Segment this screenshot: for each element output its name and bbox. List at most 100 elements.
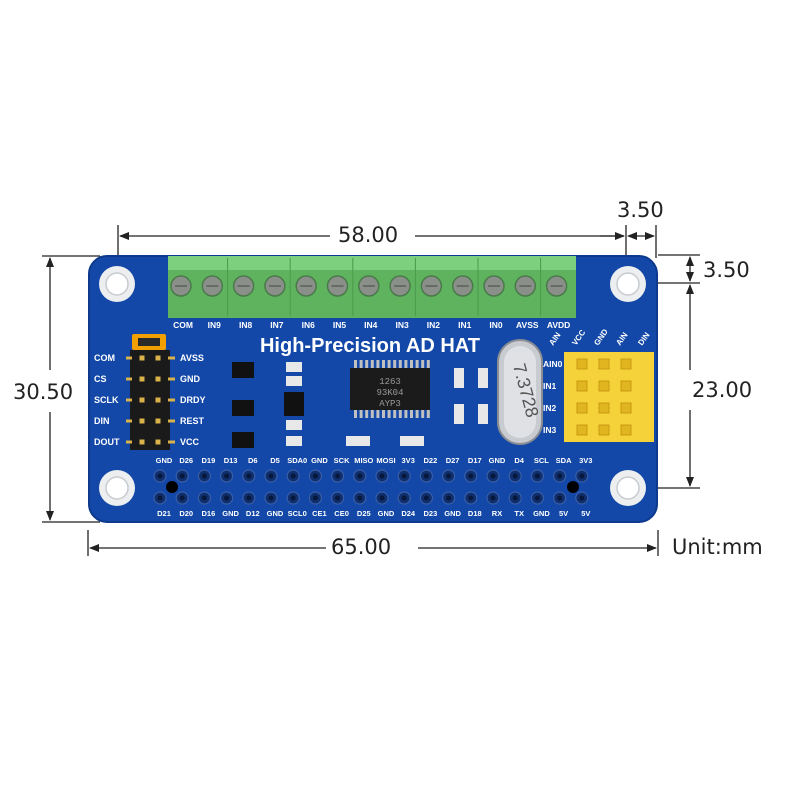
gpio-bottom-label: D24 xyxy=(401,509,416,518)
dim-corner-offset-y: 3.50 xyxy=(703,258,750,282)
gpio-top-label: SDA0 xyxy=(287,456,307,465)
ain-pin xyxy=(620,358,632,370)
ain-pin xyxy=(576,380,588,392)
gpio-bottom-label: D16 xyxy=(202,509,216,518)
ain-pin xyxy=(576,402,588,414)
gpio-bottom-label: CE1 xyxy=(312,509,327,518)
gpio-bottom-label: D23 xyxy=(424,509,438,518)
gpio-top-label: SDA xyxy=(556,456,572,465)
gpio-top-label: 3V3 xyxy=(579,456,592,465)
gpio-bottom-label: GND xyxy=(378,509,395,518)
board-title: High-Precision AD HAT xyxy=(260,335,480,357)
jumper-left-label: DIN xyxy=(94,416,110,426)
gpio-top-label: D27 xyxy=(446,456,460,465)
gpio-bottom-label: D18 xyxy=(468,509,482,518)
gpio-top-label: D5 xyxy=(270,456,280,465)
terminal-label: IN9 xyxy=(208,320,222,330)
ain-row-label: IN3 xyxy=(543,425,557,435)
terminal-label: IN8 xyxy=(239,320,253,330)
gpio-bottom-label: SCL0 xyxy=(288,509,307,518)
dim-header-span: 58.00 xyxy=(338,223,399,247)
jumper-pin xyxy=(155,418,161,424)
jumper-pin xyxy=(155,376,161,382)
gpio-top-label: SCL xyxy=(534,456,549,465)
terminal-label: IN5 xyxy=(333,320,347,330)
chip-text-1: 1263 xyxy=(379,377,401,387)
gpio-top-label: SCK xyxy=(334,456,350,465)
gpio-bottom-label: 5V xyxy=(559,509,568,518)
terminal-label: IN0 xyxy=(489,320,503,330)
jumper-left-label: COM xyxy=(94,353,115,363)
unit-label: Unit:mm xyxy=(672,535,763,559)
terminal-block xyxy=(168,256,576,318)
ain-pin xyxy=(598,402,610,414)
ain-pin xyxy=(576,358,588,370)
gpio-bottom-label: RX xyxy=(492,509,502,518)
chip-text-2: 93K04 xyxy=(376,388,403,398)
dim-corner-offset-x: 3.50 xyxy=(617,198,664,222)
jumper-right-label: REST xyxy=(180,416,205,426)
gpio-top-label: D19 xyxy=(202,456,216,465)
ain-pin xyxy=(576,424,588,436)
dim-hole-spacing: 23.00 xyxy=(692,378,753,402)
gpio-bottom-label: CE0 xyxy=(334,509,349,518)
ain-row-label: IN2 xyxy=(543,403,557,413)
gpio-bottom-label: TX xyxy=(514,509,524,518)
gpio-bottom-label: D25 xyxy=(357,509,371,518)
gpio-top-label: MOSI xyxy=(376,456,395,465)
gpio-top-label: GND xyxy=(489,456,506,465)
terminal-label: AVSS xyxy=(516,320,539,330)
terminal-screws xyxy=(170,258,568,316)
gpio-top-label: 3V3 xyxy=(402,456,415,465)
gpio-bottom-label: GND xyxy=(533,509,550,518)
jumper-pin xyxy=(155,397,161,403)
jumper-right-label: AVSS xyxy=(180,353,204,363)
jumper-pin xyxy=(139,397,145,403)
adc-chip: 1263 93K04 AYP3 xyxy=(350,360,430,418)
gpio-top-label: D4 xyxy=(514,456,524,465)
jumper-pin xyxy=(155,355,161,361)
gpio-bottom-label: 5V xyxy=(581,509,590,518)
gpio-top-label: D6 xyxy=(248,456,258,465)
ain-pin xyxy=(598,358,610,370)
chip-text-3: AYP3 xyxy=(379,399,401,409)
gpio-top-label: D13 xyxy=(224,456,238,465)
jumper-left-label: SCLK xyxy=(94,395,119,405)
gpio-top-label: MISO xyxy=(354,456,373,465)
terminal-label: IN3 xyxy=(395,320,409,330)
terminal-label: IN4 xyxy=(364,320,378,330)
ain-pin xyxy=(598,424,610,436)
jumper-pin xyxy=(139,355,145,361)
terminal-label: AVDD xyxy=(547,320,570,330)
terminal-label: IN1 xyxy=(458,320,472,330)
gpio-top-label: D22 xyxy=(424,456,438,465)
terminal-label: IN7 xyxy=(270,320,284,330)
jumper-left-label: CS xyxy=(94,374,107,384)
terminal-label: IN2 xyxy=(427,320,441,330)
ain-pin xyxy=(598,380,610,392)
gpio-top-label: GND xyxy=(311,456,328,465)
gpio-top-label: D17 xyxy=(468,456,482,465)
gpio-bottom-label: D21 xyxy=(157,509,171,518)
mounting-holes xyxy=(99,266,646,506)
terminal-label: IN6 xyxy=(302,320,316,330)
dim-width: 65.00 xyxy=(331,535,392,559)
ain-pin xyxy=(620,424,632,436)
smd-components xyxy=(232,362,488,448)
jumper-right-label: GND xyxy=(180,374,201,384)
jumper-right-label: VCC xyxy=(180,437,200,447)
ain-row-label: IN1 xyxy=(543,381,557,391)
dimension-lines xyxy=(42,225,700,556)
ain-pin xyxy=(620,380,632,392)
gpio-top-label: D26 xyxy=(179,456,193,465)
jumper-pin xyxy=(155,439,161,445)
jumper-pin xyxy=(139,376,145,382)
gpio-top-label: GND xyxy=(156,456,173,465)
jumper-pin xyxy=(139,418,145,424)
jumper-right-label: DRDY xyxy=(180,395,206,405)
gpio-bottom-label: GND xyxy=(222,509,239,518)
